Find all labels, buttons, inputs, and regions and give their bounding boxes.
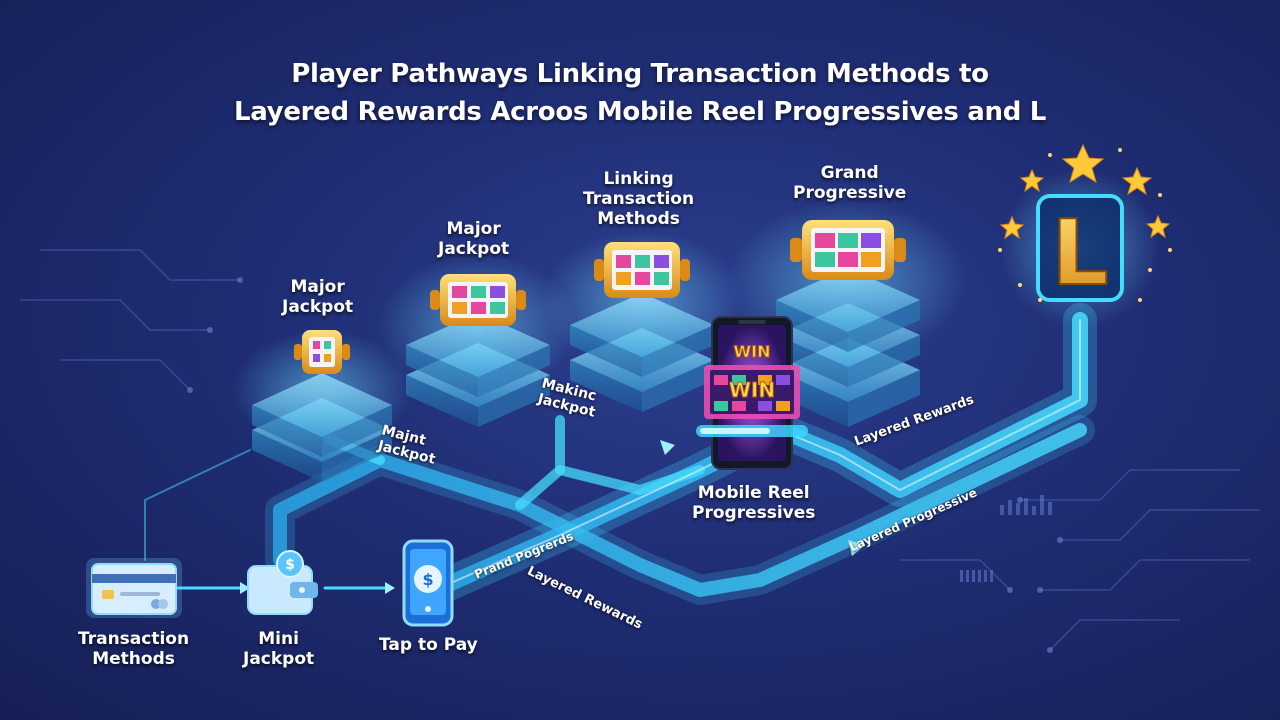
label-major-jackpot-1: Major Jackpot	[282, 277, 353, 317]
credit-card-icon	[86, 558, 182, 618]
tap-to-pay-phone-icon: $	[402, 539, 454, 627]
mobile-reel-progressives-text: Mobile Reel Progressives	[692, 483, 816, 523]
tap-to-pay-text: Tap to Pay	[379, 635, 478, 655]
sparkles	[998, 148, 1172, 302]
label-mobile-reel-progressives: Mobile Reel Progressives	[692, 483, 815, 523]
path-center-line	[434, 319, 1081, 591]
star-icons	[999, 143, 1171, 240]
major-jackpot-1-text: Major Jackpot	[282, 277, 354, 317]
circuit-bars	[960, 495, 1052, 582]
star-icon	[1061, 143, 1105, 184]
label-transaction-methods: Transaction Methods	[78, 629, 189, 669]
platform-3	[542, 230, 742, 412]
path-lower	[273, 423, 1087, 597]
linking-transaction-methods-text: Linking Transaction Methods	[583, 169, 695, 229]
transaction-methods-text: Transaction Methods	[78, 629, 190, 669]
title-line-1: Player Pathways Linking Transaction Meth…	[291, 59, 989, 89]
slot-reel-icon-2	[430, 274, 526, 326]
path-branch-3	[555, 465, 705, 495]
title-line-2: Layered Rewards Acroos Mobile Reel Progr…	[233, 97, 1047, 127]
path-arrows	[240, 440, 865, 594]
mini-jackpot-text: Mini Jackpot	[243, 629, 315, 669]
star-icon	[1145, 214, 1171, 239]
label-mini-jackpot: Mini Jackpot	[243, 629, 314, 669]
slot-reel-icon-4	[790, 220, 906, 280]
label-linking-transaction-methods: Linking Transaction Methods	[583, 169, 694, 229]
label-tap-to-pay: Tap to Pay	[379, 635, 478, 655]
slot-reel-icon-3	[594, 242, 690, 298]
platform-1	[232, 330, 412, 482]
star-icon	[1121, 166, 1153, 196]
phone-win-main: WIN	[729, 378, 775, 402]
label-grand-progressive: Grand Progressive	[793, 163, 906, 203]
star-icon	[999, 215, 1025, 240]
circuit-lines	[20, 249, 1260, 651]
title-block: Player Pathways Linking Transaction Meth…	[0, 55, 1280, 131]
label-major-jackpot-2: Major Jackpot	[438, 219, 509, 259]
mobile-phone: WIN WIN	[696, 316, 808, 470]
wallet-icon: $	[247, 550, 318, 615]
phone-win-top: WIN	[734, 342, 771, 361]
star-icon	[1019, 168, 1045, 193]
slot-reel-icon-small	[294, 330, 350, 374]
tap-dollar: $	[422, 570, 433, 589]
wallet-dollar: $	[285, 557, 295, 573]
path-link-left	[144, 449, 251, 561]
circuit-dots	[187, 277, 1063, 653]
l-badge: L	[1000, 168, 1160, 328]
l-letter: L	[1051, 201, 1108, 306]
grand-progressive-text: Grand Progressive	[793, 163, 907, 203]
major-jackpot-2-text: Major Jackpot	[438, 219, 510, 259]
pathways	[144, 303, 1097, 607]
